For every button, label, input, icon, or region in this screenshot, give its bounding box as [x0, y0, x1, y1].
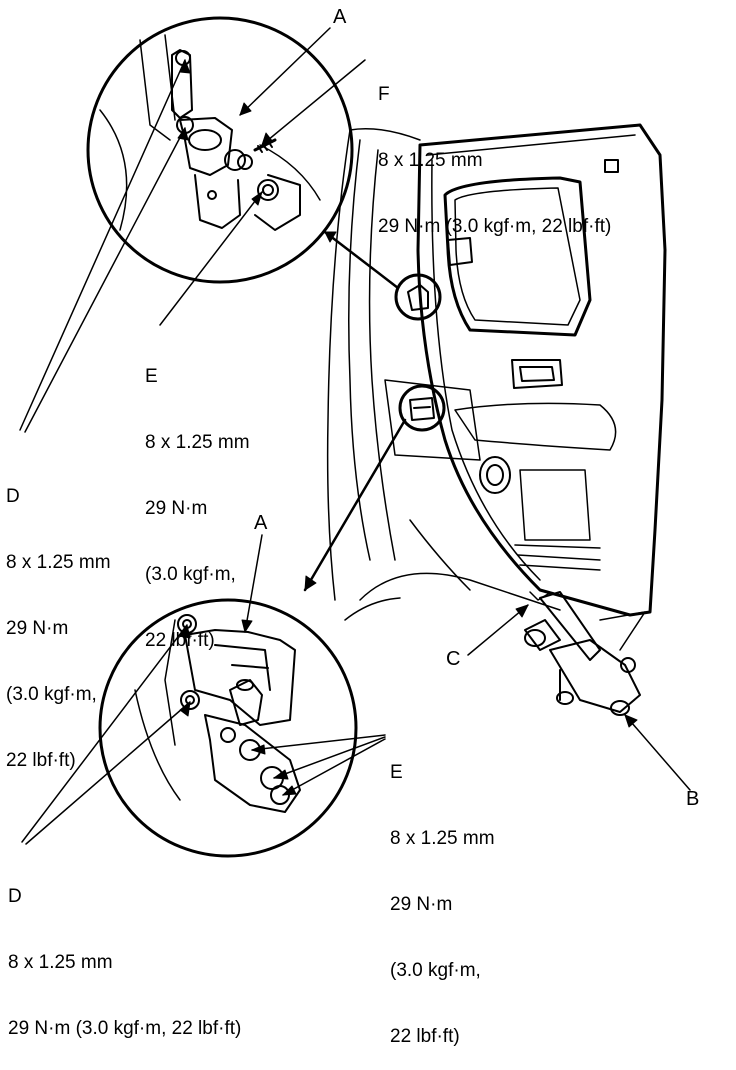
label-d-upper-size: 8 x 1.25 mm — [6, 552, 111, 573]
label-e-upper-letter: E — [145, 366, 158, 387]
label-d-lower-letter: D — [8, 886, 22, 907]
label-e-upper: E 8 x 1.25 mm 29 N·m (3.0 kgf·m, 22 lbf·… — [145, 322, 250, 674]
label-e-lower-torque3: 22 lbf·ft) — [390, 1026, 460, 1047]
label-f-size: 8 x 1.25 mm — [378, 150, 483, 171]
door-and-body — [326, 123, 667, 621]
leader-lines — [19, 27, 691, 845]
label-d-lower: D 8 x 1.25 mm 29 N·m (3.0 kgf·m, 22 lbf·… — [8, 842, 241, 1062]
label-d-upper-torque2: (3.0 kgf·m, — [6, 684, 97, 705]
label-e-upper-torque2: (3.0 kgf·m, — [145, 564, 236, 585]
label-e-lower-size: 8 x 1.25 mm — [390, 828, 495, 849]
label-f-torque: 29 N·m (3.0 kgf·m, 22 lbf·ft) — [378, 216, 612, 237]
label-f: F 8 x 1.25 mm 29 N·m (3.0 kgf·m, 22 lbf·… — [378, 40, 611, 260]
label-d-upper-letter: D — [6, 486, 20, 507]
line-drawing — [19, 16, 691, 858]
label-e-upper-size: 8 x 1.25 mm — [145, 432, 250, 453]
label-e-lower: E 8 x 1.25 mm 29 N·m (3.0 kgf·m, 22 lbf·… — [390, 718, 495, 1070]
label-d-upper-torque3: 22 lbf·ft) — [6, 750, 76, 771]
hinge-diagram: A F 8 x 1.25 mm 29 N·m (3.0 kgf·m, 22 lb… — [6, 6, 700, 1047]
label-e-lower-letter: E — [390, 762, 403, 783]
label-e-upper-torque3: 22 lbf·ft) — [145, 630, 215, 651]
lower-hinge-detail — [98, 598, 358, 858]
upper-hinge-detail — [86, 16, 354, 284]
label-d-lower-torque: 29 N·m (3.0 kgf·m, 22 lbf·ft) — [8, 1018, 242, 1039]
label-d-upper: D 8 x 1.25 mm 29 N·m (3.0 kgf·m, 22 lbf·… — [6, 442, 111, 794]
label-d-upper-torque1: 29 N·m — [6, 618, 69, 639]
label-a-bottom: A — [254, 512, 268, 534]
floor-jack — [524, 591, 646, 716]
label-a-top: A — [333, 6, 347, 28]
label-e-lower-torque1: 29 N·m — [390, 894, 453, 915]
arrowheads — [177, 59, 638, 796]
label-c: C — [446, 648, 461, 670]
label-e-upper-torque1: 29 N·m — [145, 498, 208, 519]
label-e-lower-torque2: (3.0 kgf·m, — [390, 960, 481, 981]
label-f-letter: F — [378, 84, 390, 105]
label-b: B — [686, 788, 700, 810]
label-d-lower-size: 8 x 1.25 mm — [8, 952, 113, 973]
